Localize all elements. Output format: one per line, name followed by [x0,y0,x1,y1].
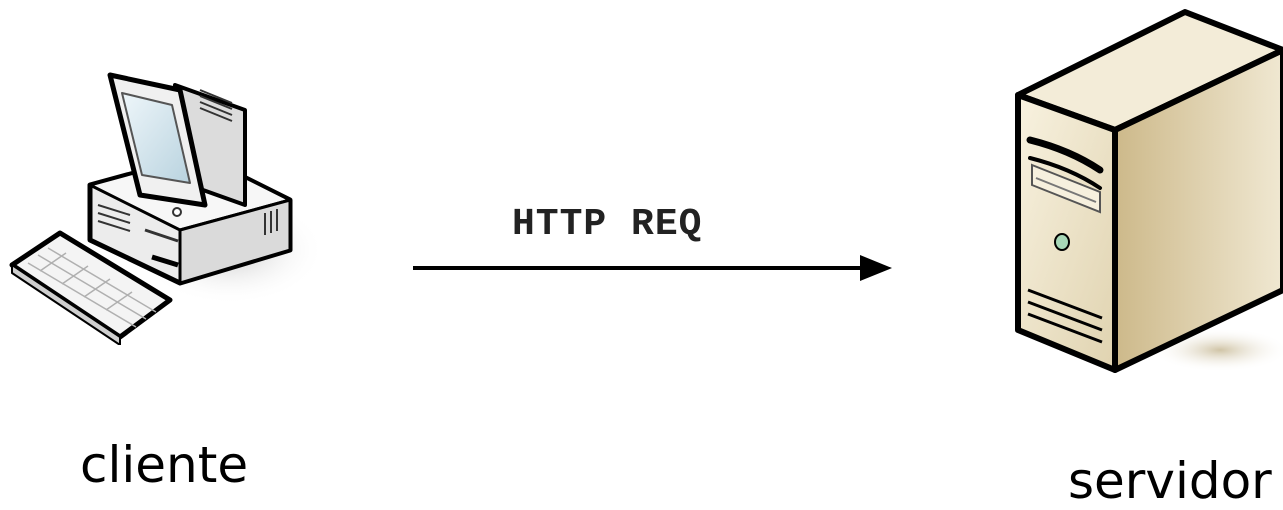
request-arrow [410,250,895,286]
client-label: cliente [80,436,249,494]
server-label: servidor [1068,452,1272,510]
request-label: HTTP REQ [512,203,703,246]
tower-server-icon [1000,0,1283,380]
desktop-computer-icon [0,55,330,346]
